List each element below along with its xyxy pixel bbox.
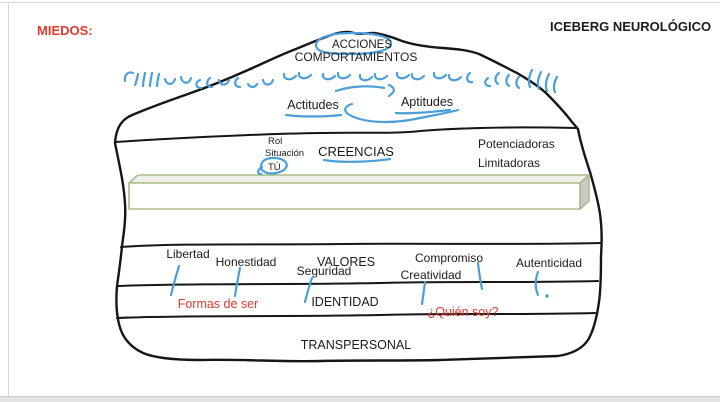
- beliefs-3d-box: [128, 174, 590, 210]
- seguridad-tick: [303, 276, 314, 304]
- potenciadoras-label: Potenciadoras: [478, 137, 555, 151]
- actitudes-label: Actitudes: [287, 98, 338, 112]
- cycle-arrow-bottom: [344, 102, 460, 124]
- cycle-arrowhead: [387, 83, 395, 98]
- honestidad-label: Honestidad: [216, 255, 277, 269]
- page-title: ICEBERG NEUROLÓGICO: [550, 19, 711, 34]
- box-front-face: [128, 182, 581, 210]
- divider-attitudes-beliefs: [114, 126, 578, 143]
- compromiso-label: Compromiso: [415, 251, 483, 265]
- libertad-label: Libertad: [166, 247, 209, 261]
- quien-soy-label: ¿Quién soy?: [428, 305, 499, 319]
- creatividad-tick: [420, 280, 427, 306]
- limitadoras-label: Limitadoras: [478, 156, 540, 170]
- blue-annotations: [169, 31, 549, 306]
- divider-values-identity: [117, 280, 599, 287]
- divider-beliefs-values: [120, 242, 601, 248]
- box-top-face: [128, 174, 590, 184]
- cycle-arrow-top: [334, 85, 386, 93]
- formas-de-ser-label: Formas de ser: [178, 297, 259, 311]
- layer-dividers: [114, 126, 601, 319]
- waterline-waves: [123, 68, 559, 94]
- autenticidad-label: Autenticidad: [516, 256, 582, 270]
- autenticidad-dot: [545, 294, 549, 298]
- identidad-label: IDENTIDAD: [311, 295, 378, 309]
- transpersonal-label: TRANSPERSONAL: [301, 338, 411, 352]
- aptitudes-label: Aptitudes: [401, 95, 453, 109]
- situacion-label: Situación: [265, 148, 304, 159]
- frame-bottom-bar: [0, 396, 720, 402]
- frame-left-border: [8, 2, 9, 396]
- creencias-underline: [322, 157, 392, 163]
- rol-label: Rol: [268, 136, 282, 147]
- valores-label: VALORES: [317, 255, 375, 269]
- acciones-oval: [314, 31, 393, 56]
- actitudes-underline: [284, 113, 343, 118]
- honestidad-tick: [233, 266, 242, 298]
- acciones-label: ACCIONES: [332, 39, 392, 51]
- creatividad-label: Creatividad: [401, 268, 462, 282]
- libertad-tick: [169, 264, 181, 297]
- divider-identity-transpersonal: [116, 312, 596, 319]
- autenticidad-tick: [534, 270, 540, 297]
- comportamientos-label: COMPORTAMIENTOS: [295, 50, 418, 64]
- frame-top-border: [0, 2, 720, 3]
- aptitudes-underline: [394, 108, 452, 115]
- tu-circle: [257, 156, 288, 176]
- creencias-label: CREENCIAS: [318, 144, 394, 159]
- seguridad-label: Seguridad: [297, 264, 352, 278]
- tu-label: TÚ: [268, 162, 281, 173]
- miedos-label: MIEDOS:: [37, 23, 93, 38]
- compromiso-tick: [476, 261, 484, 291]
